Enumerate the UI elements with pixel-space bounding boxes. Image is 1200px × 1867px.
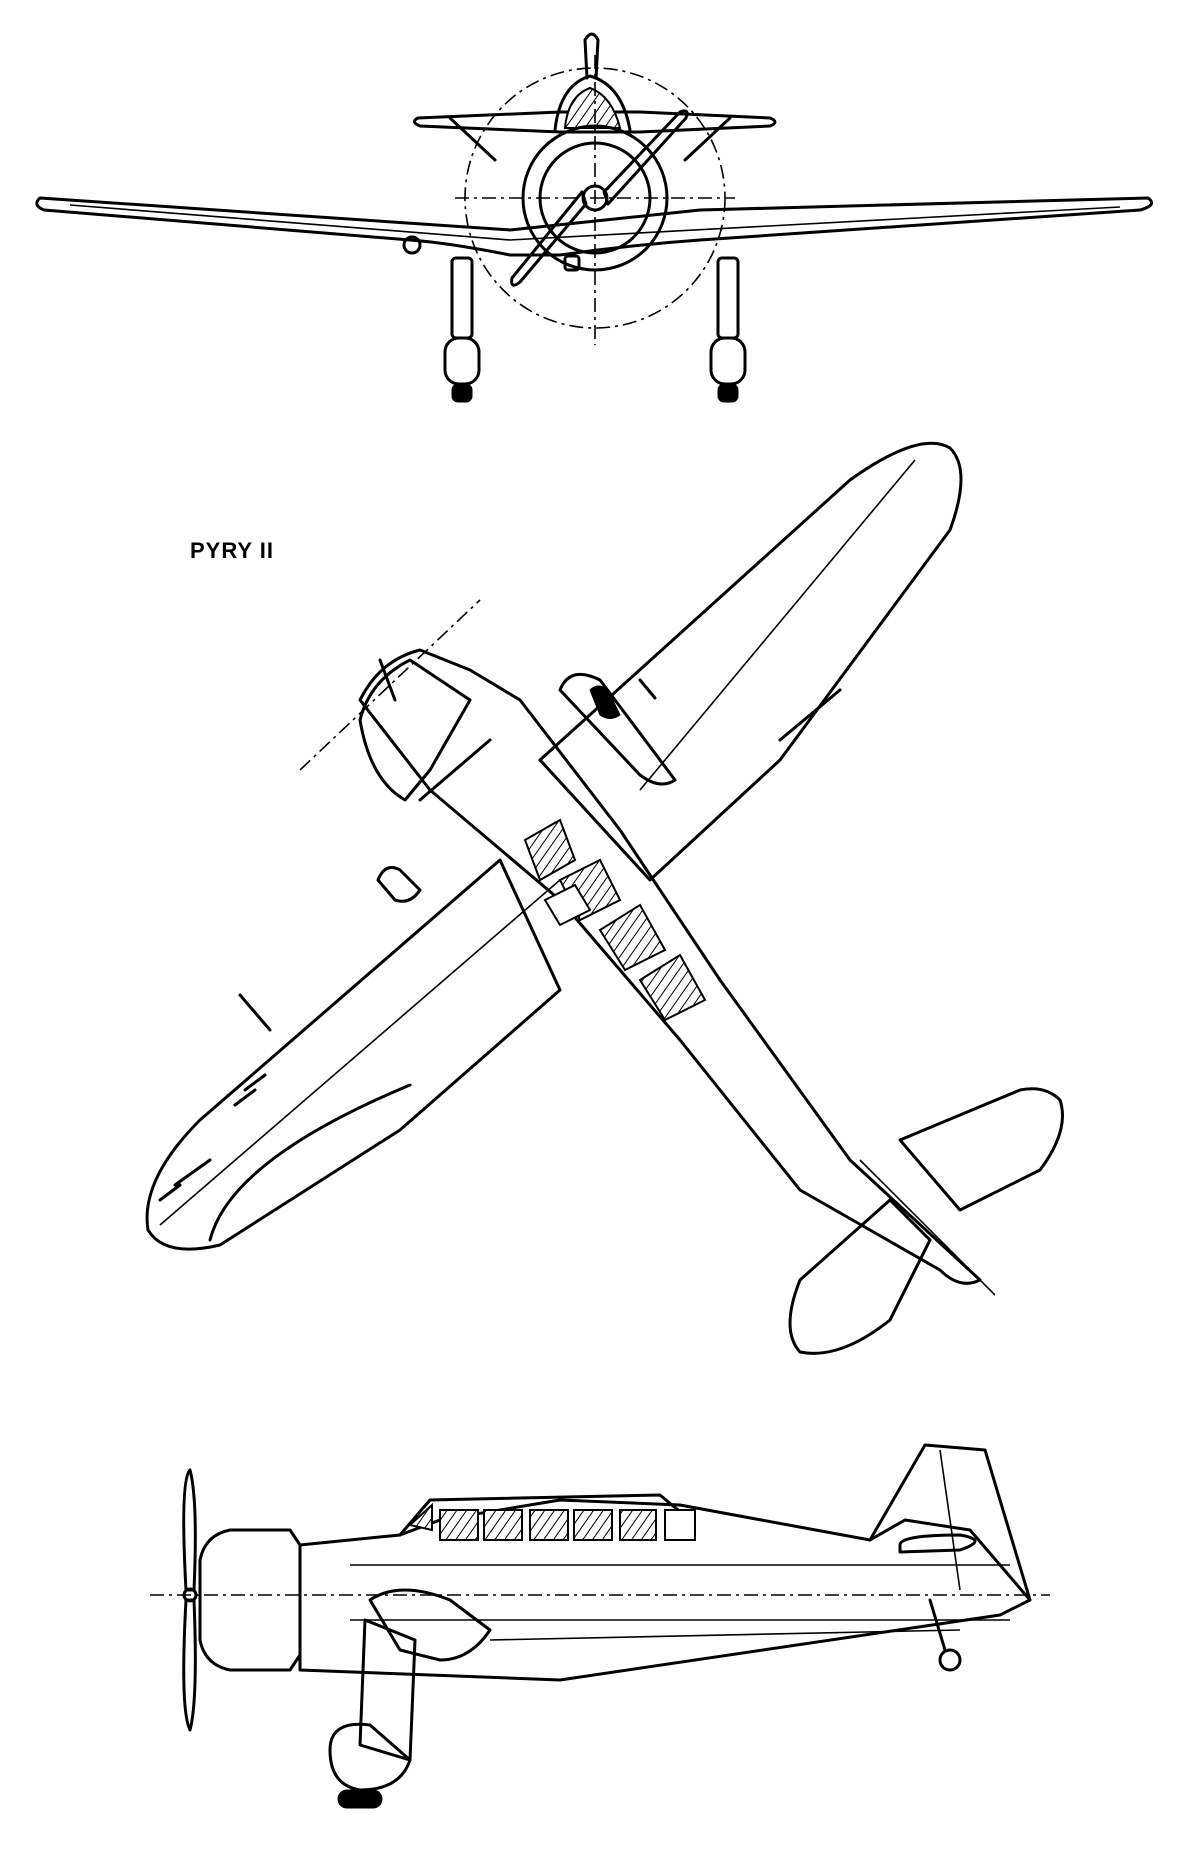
side-canopy [398, 1493, 696, 1541]
side-view [150, 1443, 1050, 1809]
side-tailplane [898, 1533, 977, 1554]
side-main-gear [328, 1588, 492, 1809]
front-fin [583, 32, 600, 80]
front-wing-light [402, 235, 422, 255]
top-fuselage [358, 648, 982, 1285]
side-fin [868, 1443, 1032, 1602]
top-canopy [523, 818, 707, 1022]
front-view [35, 32, 1154, 403]
top-wheel-fairing [558, 672, 677, 786]
front-landing-gear [443, 256, 747, 403]
side-tail-wheel [938, 1648, 962, 1672]
front-propeller [510, 109, 689, 287]
front-cowling [521, 124, 669, 272]
top-view [145, 441, 1064, 1355]
top-tailplane-lower [788, 1198, 932, 1355]
top-tailplane-upper [898, 1087, 1064, 1212]
side-propeller [182, 1468, 197, 1732]
top-cowling [358, 658, 472, 802]
top-right-wing [538, 441, 963, 882]
side-cowling [198, 1528, 302, 1672]
top-left-wing [145, 858, 562, 1251]
front-wing [35, 196, 1154, 257]
aircraft-title: PYRY II [190, 538, 275, 563]
front-tailplane [413, 110, 777, 134]
front-canopy [553, 74, 632, 132]
